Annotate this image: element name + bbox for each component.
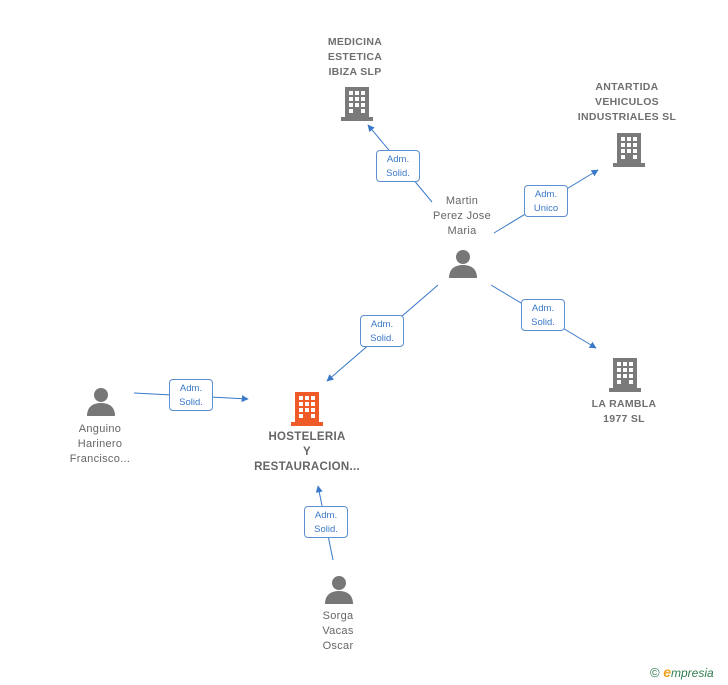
person-icon[interactable] bbox=[448, 248, 478, 278]
badge-line2: Unico bbox=[533, 203, 559, 214]
edge-badge-martin-antartida[interactable]: Adm. Unico bbox=[524, 185, 568, 217]
node-label-anguino[interactable]: Anguino Harinero Francisco... bbox=[69, 423, 131, 465]
person-icon[interactable] bbox=[324, 574, 354, 604]
building-icon[interactable] bbox=[341, 85, 373, 121]
badge-line1: Adm. bbox=[179, 383, 203, 394]
focus-building-icon[interactable] bbox=[291, 390, 323, 426]
brand-initial: e bbox=[663, 664, 672, 680]
badge-line2: Solid. bbox=[314, 524, 338, 535]
badge-line2: Solid. bbox=[179, 397, 203, 408]
badge-line1: Adm. bbox=[314, 510, 338, 521]
badge-line2: Solid. bbox=[370, 333, 394, 344]
badge-line2: Solid. bbox=[531, 317, 555, 328]
badge-line1: Adm. bbox=[370, 319, 394, 330]
edge-badge-martin-hosteleria[interactable]: Adm. Solid. bbox=[360, 315, 404, 347]
edge-badge-martin-medicina[interactable]: Adm. Solid. bbox=[376, 150, 420, 182]
badge-line1: Adm. bbox=[386, 154, 410, 165]
node-label-medicina[interactable]: MEDICINA ESTETICA IBIZA SLP bbox=[327, 36, 383, 78]
node-label-antartida[interactable]: ANTARTIDA VEHICULOS INDUSTRIALES SL bbox=[577, 81, 677, 123]
person-icon[interactable] bbox=[86, 386, 116, 416]
footer-brand: © empresia bbox=[650, 664, 714, 680]
node-label-sorga[interactable]: Sorga Vacas Oscar bbox=[322, 610, 354, 652]
node-label-hosteleria[interactable]: HOSTELERIA Y RESTAURACION... bbox=[254, 431, 360, 473]
brand-name: mpresia bbox=[671, 666, 714, 680]
badge-line1: Adm. bbox=[534, 189, 558, 200]
edge-badge-anguino-hosteleria[interactable]: Adm. Solid. bbox=[169, 379, 213, 411]
badge-line1: Adm. bbox=[531, 303, 555, 314]
node-label-martin[interactable]: Martin Perez Jose Maria bbox=[432, 195, 492, 237]
edge-badge-sorga-hosteleria[interactable]: Adm. Solid. bbox=[304, 506, 348, 538]
building-icon[interactable] bbox=[613, 131, 645, 167]
edge-badge-martin-rambla[interactable]: Adm. Solid. bbox=[521, 299, 565, 331]
building-icon[interactable] bbox=[609, 356, 641, 392]
node-label-rambla[interactable]: LA RAMBLA 1977 SL bbox=[591, 398, 657, 425]
copyright-icon: © bbox=[650, 665, 660, 680]
badge-line2: Solid. bbox=[386, 168, 410, 179]
